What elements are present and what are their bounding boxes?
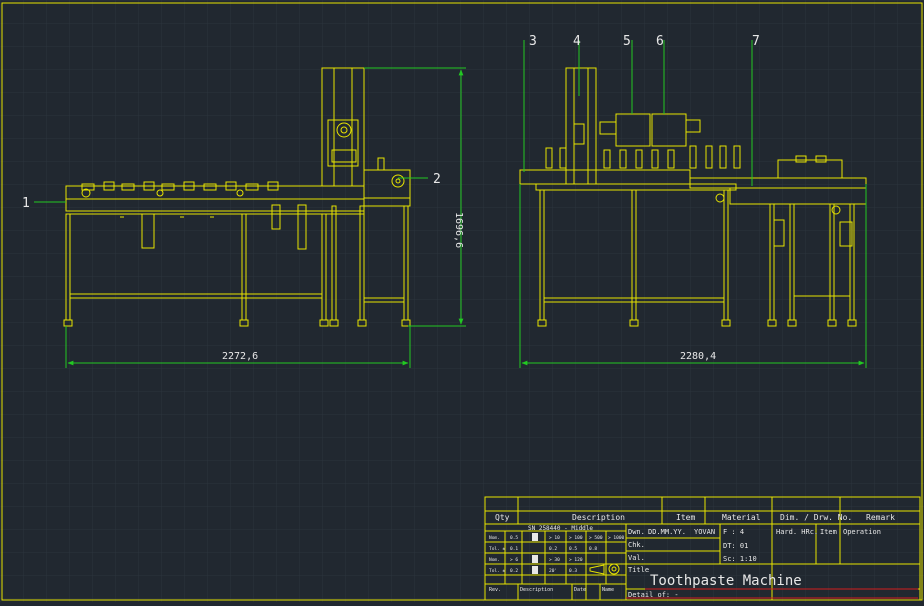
iso-cell: > 500 [589, 535, 603, 541]
tolerance-mark [532, 555, 538, 563]
iso-cell: 0.1 [510, 546, 518, 552]
drawing-title: Toothpaste Machine [650, 573, 802, 589]
tolerance-mark [532, 566, 538, 574]
hard-label: Hard. HRc. [776, 528, 818, 536]
iso-cell: 0.3 [569, 568, 577, 574]
hdr-description: Description [572, 513, 625, 522]
rev-date: Date [574, 587, 586, 593]
iso-cell: > 10 [549, 535, 560, 541]
callout-7: 7 [752, 34, 760, 49]
scale-value: Sc: 1:10 [723, 555, 757, 563]
hdr-material: Material [722, 513, 761, 522]
chk-label: Chk. [628, 541, 645, 549]
iso-cell: 0.8 [589, 546, 597, 552]
dwn-label: Dwn. [628, 528, 645, 536]
dt-value: DT: 01 [723, 542, 748, 550]
title-block-text: Qty Description Item Material Dim. / Drw… [489, 513, 895, 599]
iso-cell: Nom. [489, 557, 500, 563]
callout-1: 1 [22, 196, 30, 211]
hdr-qty: Qty [495, 513, 510, 522]
iso-cell: > 30 [549, 557, 560, 563]
dim-height: 1696,6 [453, 212, 464, 248]
iso-cell: 0.5 [510, 535, 518, 541]
val-label: Val. [628, 554, 645, 562]
detail-of: Detail of: - [628, 591, 679, 599]
iso-cell: Tol. ± [489, 568, 506, 574]
callout-2: 2 [433, 172, 441, 187]
iso-cell: > 100 [569, 535, 583, 541]
iso-cell: 0.2 [510, 568, 518, 574]
left-machine-view[interactable] [63, 67, 411, 327]
item-label: Item [820, 528, 837, 536]
callout-3: 3 [529, 34, 537, 49]
iso-cell: > 1000 [608, 535, 625, 541]
rev-name: Name [602, 587, 614, 593]
iso-cell: > 120 [569, 557, 583, 563]
dwn-name: YOVAN [694, 528, 715, 536]
hdr-item: Item [676, 513, 695, 522]
dimension-labels: 2272,6 1696,6 2280,4 [222, 212, 716, 362]
rev-label: Rev. [489, 587, 501, 593]
operation-label: Operation [843, 528, 881, 536]
iso-cell: 0.5 [569, 546, 577, 552]
title-block[interactable] [484, 496, 921, 601]
iso-cell: > 6 [510, 557, 518, 563]
callout-labels: 1 2 3 4 5 6 7 [22, 34, 760, 211]
hdr-remark: Remark [866, 513, 895, 522]
callout-6: 6 [656, 34, 664, 49]
hdr-dim-drw-no: Dim. / Drw. No. [780, 513, 852, 522]
iso-cell: Nom. [489, 535, 500, 541]
rev-description: Description [520, 587, 553, 593]
dwn-date: DD.MM.YY. [648, 528, 686, 536]
iso-title: SN 258440 - Middle [528, 525, 593, 532]
right-machine-view[interactable] [519, 67, 867, 327]
dim-left-width: 2272,6 [222, 351, 258, 362]
dim-right-width: 2280,4 [680, 351, 716, 362]
iso-cell: Tol. ± [489, 546, 506, 552]
iso-cell: 20' [549, 568, 557, 574]
format-value: F : 4 [723, 528, 744, 536]
callout-4: 4 [573, 34, 581, 49]
title-label: Title [628, 566, 649, 574]
callout-5: 5 [623, 34, 631, 49]
iso-cell: 0.2 [549, 546, 557, 552]
tolerance-mark [532, 533, 538, 541]
dimension-lines [34, 40, 867, 368]
